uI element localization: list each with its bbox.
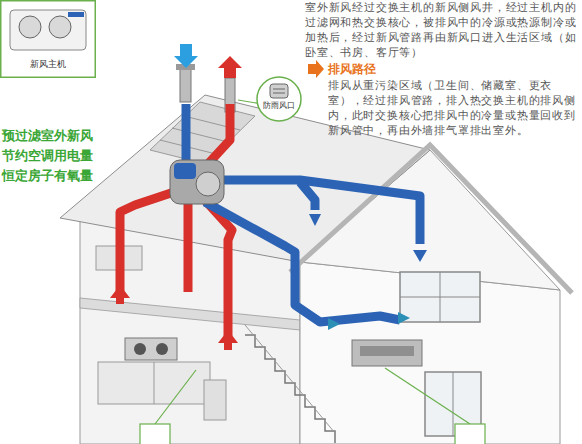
box-border [1, 1, 96, 78]
vent-slot [273, 89, 285, 90]
benefit-text: 恒定房子有氧量 [2, 167, 102, 185]
description-text: 排风从重污染区域（卫生间、储藏室、更衣室），经过排风管路，排入热交换主机的排风侧… [328, 78, 578, 138]
node-label: 新风主机 [0, 58, 96, 70]
node-label: 防雨风口 [256, 101, 302, 111]
device-badge [68, 12, 84, 17]
section-heading: 排风路径 [328, 61, 448, 77]
description-text: 室外新风经过交换主机的新风侧风井，经过主机内的过滤网和热交换核心，被排风中的冷源… [305, 0, 577, 60]
callout-circle: 防雨风口 [256, 76, 302, 122]
node-shape [256, 76, 302, 122]
device-port [19, 16, 41, 38]
vent-slot [273, 93, 285, 94]
device-body [10, 10, 86, 50]
callout-ring [257, 77, 301, 121]
device-box: 新风主机 [0, 0, 96, 78]
vent-icon [270, 84, 288, 98]
device-port [49, 16, 71, 38]
benefit-text: 节约空调用电量 [2, 147, 102, 165]
benefit-text: 预过滤室外新风 [2, 127, 102, 145]
